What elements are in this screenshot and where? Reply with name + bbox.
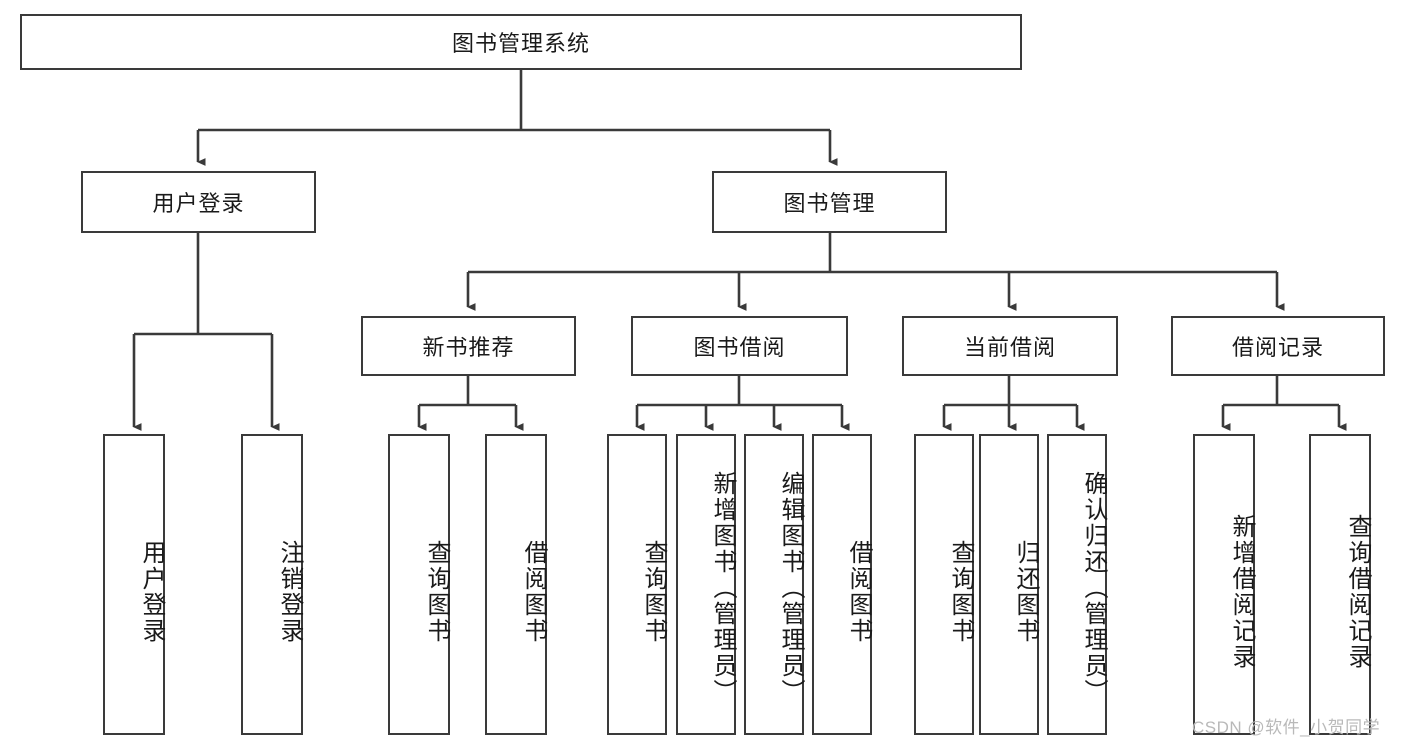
- watermark: CSDN @软件_小贺同学: [1192, 718, 1381, 737]
- node-user-login[interactable]: 用户登录: [81, 171, 316, 233]
- leaf-confirm-return-admin[interactable]: 确认归还（管理员）: [1047, 434, 1107, 735]
- leaf-edit-book-admin[interactable]: 编辑图书（管理员）: [744, 434, 804, 735]
- leaf-return-book[interactable]: 归还图书: [979, 434, 1039, 735]
- node-current-borrow[interactable]: 当前借阅: [902, 316, 1118, 376]
- leaf-borrow-book-recommend[interactable]: 借阅图书: [485, 434, 547, 735]
- leaf-query-book-current[interactable]: 查询图书: [914, 434, 974, 735]
- leaf-logout-login[interactable]: 注销登录: [241, 434, 303, 735]
- leaf-add-borrow-record[interactable]: 新增借阅记录: [1193, 434, 1255, 735]
- node-new-book-recommend[interactable]: 新书推荐: [361, 316, 576, 376]
- leaf-add-book-admin[interactable]: 新增图书（管理员）: [676, 434, 736, 735]
- leaf-query-book-borrow[interactable]: 查询图书: [607, 434, 667, 735]
- node-book-management[interactable]: 图书管理: [712, 171, 947, 233]
- node-root-book-management-system[interactable]: 图书管理系统: [20, 14, 1022, 70]
- node-book-borrow[interactable]: 图书借阅: [631, 316, 848, 376]
- leaf-user-login[interactable]: 用户登录: [103, 434, 165, 735]
- leaf-query-borrow-record[interactable]: 查询借阅记录: [1309, 434, 1371, 735]
- leaf-borrow-book[interactable]: 借阅图书: [812, 434, 872, 735]
- node-borrow-record[interactable]: 借阅记录: [1171, 316, 1385, 376]
- leaf-query-book-recommend[interactable]: 查询图书: [388, 434, 450, 735]
